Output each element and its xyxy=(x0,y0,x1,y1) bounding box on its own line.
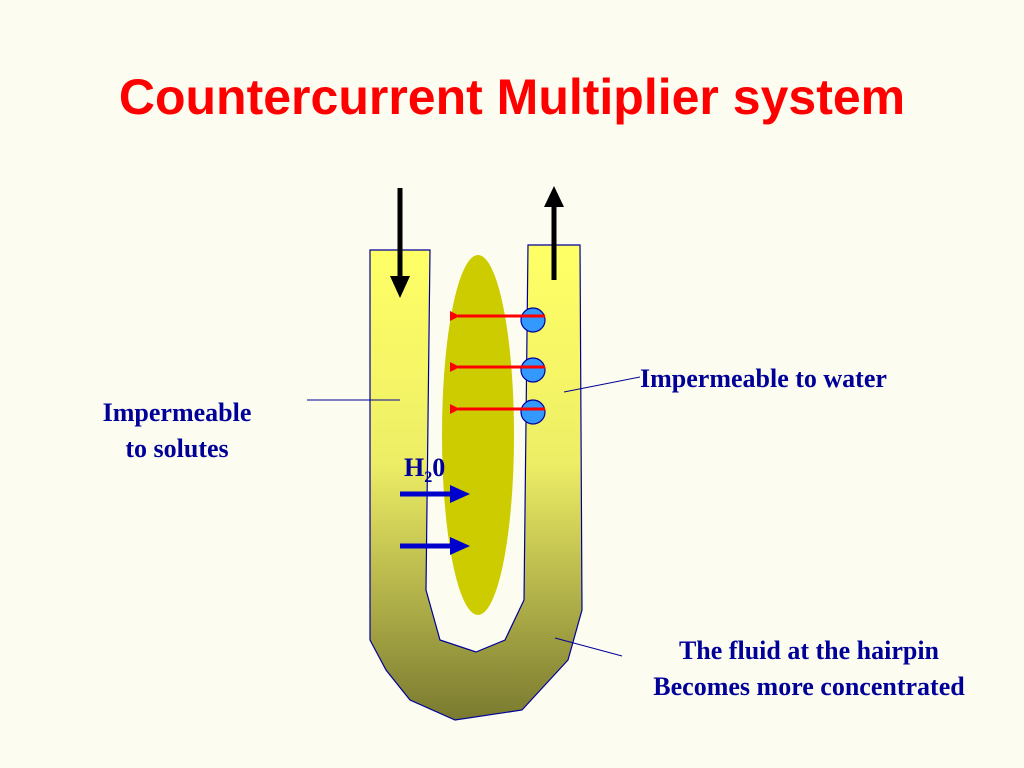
leader-line-hairpin xyxy=(554,637,623,657)
label-hairpin-line2: Becomes more concentrated xyxy=(653,672,965,701)
label-solutes-line1: Impermeable xyxy=(102,398,252,427)
label-impermeable-water: Impermeable to water xyxy=(640,364,887,393)
interstitial-ellipse xyxy=(442,255,514,615)
water-symbol-subscript: 2 xyxy=(424,469,433,486)
water-arrow-2 xyxy=(400,537,470,555)
water-symbol-tail: 0 xyxy=(432,453,446,482)
flow-down-arrow xyxy=(390,188,410,298)
label-solutes-line2: to solutes xyxy=(125,434,229,463)
water-symbol-base: H xyxy=(404,453,425,482)
water-arrow-1 xyxy=(400,485,470,503)
label-hairpin: The fluid at the hairpin Becomes more co… xyxy=(598,633,1020,705)
water-symbol: H20 xyxy=(404,453,445,493)
solute-pump-3 xyxy=(450,399,546,425)
label-hairpin-line1: The fluid at the hairpin xyxy=(678,636,940,665)
solute-pump-1 xyxy=(450,307,546,333)
slide-title: Countercurrent Multiplier system xyxy=(118,69,906,125)
label-impermeable-solutes: Impermeable to solutes xyxy=(70,395,284,467)
solute-pump-2 xyxy=(450,357,546,383)
flow-up-arrow xyxy=(544,186,564,280)
leader-line-water xyxy=(563,376,641,393)
